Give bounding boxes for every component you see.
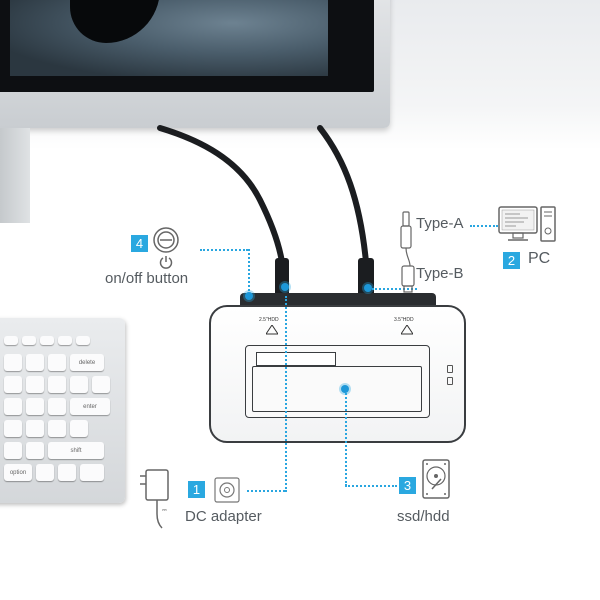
power-icon	[159, 256, 173, 269]
key-f9	[76, 336, 90, 345]
key	[26, 420, 44, 437]
key	[48, 376, 66, 393]
key-f5	[4, 336, 18, 345]
key	[4, 376, 22, 393]
key-f6	[22, 336, 36, 345]
dock-rear	[240, 293, 436, 307]
switch-icon	[153, 227, 179, 253]
key-option: option	[4, 464, 32, 481]
docking-station: 2.5"HDD 3.5"HDD	[209, 305, 466, 443]
usb-port-dot	[364, 284, 372, 292]
key	[48, 420, 66, 437]
type-b-label: Type-B	[416, 265, 464, 282]
key-f7	[40, 336, 54, 345]
key	[26, 442, 44, 459]
key	[58, 464, 76, 481]
dc-port-dot	[281, 283, 289, 291]
drive-bay-35	[252, 366, 422, 412]
status-led	[447, 365, 453, 373]
usb-cable-icon	[400, 211, 415, 293]
key	[26, 398, 44, 415]
monitor-wallpaper	[10, 0, 328, 76]
monitor-screen	[0, 0, 374, 92]
onoff-label: on/off button	[105, 270, 189, 287]
key	[80, 464, 104, 481]
key	[48, 354, 66, 371]
key	[26, 376, 44, 393]
eject-icon	[266, 325, 278, 335]
key-delete: delete	[70, 354, 104, 371]
dc-adapter-label: DC adapter	[185, 508, 262, 525]
keyboard: delete enter shift option	[0, 318, 125, 503]
key	[70, 376, 88, 393]
key	[26, 354, 44, 371]
key-shift: shift	[48, 442, 104, 459]
key-f8	[58, 336, 72, 345]
key	[4, 354, 22, 371]
callout-number-1: 1	[188, 481, 205, 498]
left-bay-label: 2.5"HDD	[259, 317, 279, 323]
key	[92, 376, 110, 393]
key	[4, 442, 22, 459]
drive-bay-dot	[341, 385, 349, 393]
key	[48, 398, 66, 415]
dc-plug	[275, 258, 289, 298]
drive-bay-25	[256, 352, 336, 366]
power-adapter-icon: ⎓	[140, 469, 169, 529]
key-enter: enter	[70, 398, 110, 415]
pc-icon	[498, 206, 556, 242]
key	[4, 420, 22, 437]
callout-number-2: 2	[503, 252, 520, 269]
power-port-dot	[245, 292, 253, 300]
monitor-stand	[0, 128, 30, 223]
eject-icon	[401, 325, 413, 335]
hard-drive-icon	[422, 459, 450, 499]
callout-number-4: 4	[131, 235, 148, 252]
key	[36, 464, 54, 481]
ssd-hdd-label: ssd/hdd	[397, 508, 450, 525]
dc-jack-icon	[214, 477, 240, 503]
callout-number-3: 3	[399, 477, 416, 494]
pc-label: PC	[528, 250, 551, 267]
svg-text:⎓: ⎓	[162, 507, 167, 514]
monitor	[0, 0, 390, 128]
type-a-label: Type-A	[416, 215, 464, 232]
key	[70, 420, 88, 437]
drive-bay[interactable]	[245, 345, 430, 418]
right-bay-label: 3.5"HDD	[394, 317, 414, 323]
status-led	[447, 377, 453, 385]
key	[4, 398, 22, 415]
